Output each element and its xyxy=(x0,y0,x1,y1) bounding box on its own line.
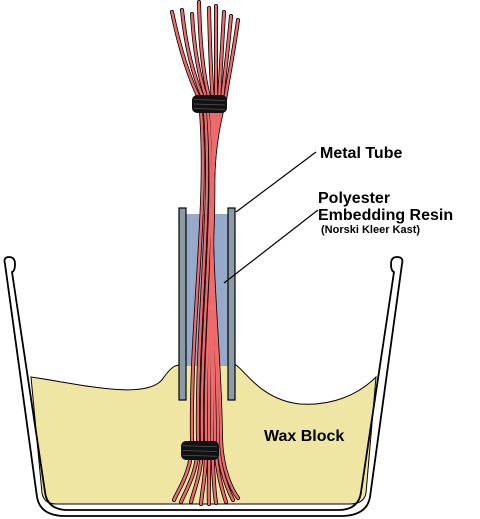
fiber xyxy=(210,18,240,500)
label-resin-line1: Polyester xyxy=(318,190,390,207)
wax-container xyxy=(3,256,404,517)
band-winding xyxy=(182,454,218,457)
band-winding xyxy=(182,450,218,452)
fiber xyxy=(170,10,205,502)
metal-tube-wall-left xyxy=(178,207,187,401)
label-resin-line2: Embedding Resin xyxy=(318,207,453,224)
metal-tube-wall-right xyxy=(227,207,236,401)
label-resin-line3: (Norski Kleer Kast) xyxy=(321,224,420,236)
fiber xyxy=(189,12,212,504)
band-winding xyxy=(193,108,226,110)
fiber xyxy=(179,8,209,504)
binding-band-top xyxy=(192,95,227,113)
label-metal-tube: Metal Tube xyxy=(320,145,402,162)
metal-tube-leader-line xyxy=(235,151,317,213)
band-winding xyxy=(193,99,226,101)
band-winding xyxy=(182,445,218,448)
label-wax-block: Wax Block xyxy=(264,428,344,445)
band-winding xyxy=(193,103,226,106)
resin-leader-line xyxy=(223,209,319,284)
binding-band-bottom xyxy=(181,441,219,460)
